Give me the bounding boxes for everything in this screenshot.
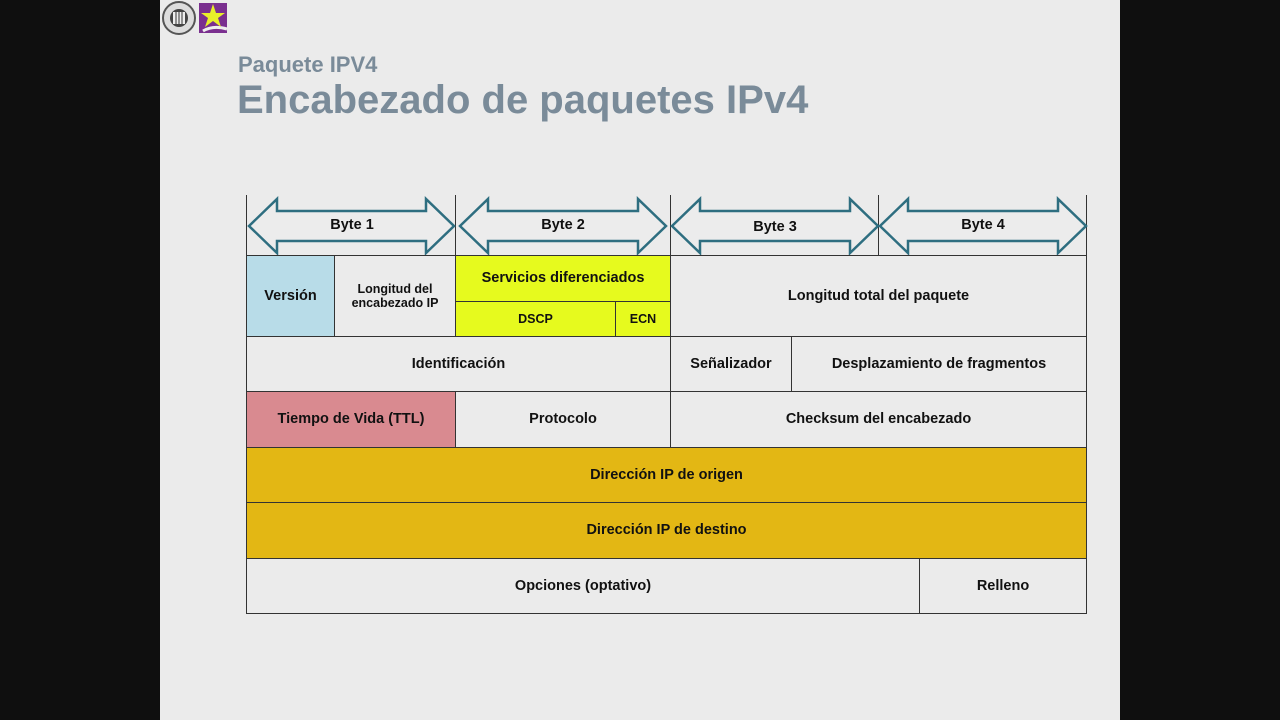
slide-subtitle: Paquete IPV4 <box>238 52 378 77</box>
field-version: Versión <box>246 255 335 337</box>
field-total-length: Longitud total del paquete <box>670 255 1087 337</box>
field-dscp: DSCP <box>455 301 616 337</box>
byte-3-label: Byte 3 <box>753 219 797 235</box>
byte-1-double-arrow-icon <box>247 196 456 256</box>
star-logo <box>199 3 228 33</box>
byte-4-double-arrow-icon <box>878 196 1088 256</box>
field-ihl: Longitud del encabezado IP <box>334 255 456 337</box>
university-seal-logo <box>162 1 196 35</box>
field-padding: Relleno <box>919 558 1087 614</box>
field-destination-ip: Dirección IP de destino <box>246 502 1087 559</box>
slide-title: Encabezado de paquetes IPv4 <box>237 78 809 122</box>
byte-2-double-arrow-icon <box>458 196 668 256</box>
field-source-ip: Dirección IP de origen <box>246 447 1087 503</box>
byte-4-label: Byte 4 <box>961 217 1005 233</box>
field-ds: Servicios diferenciados <box>455 255 671 302</box>
field-fragment-offset: Desplazamiento de fragmentos <box>791 336 1087 392</box>
field-identification: Identificación <box>246 336 671 392</box>
field-options: Opciones (optativo) <box>246 558 920 614</box>
field-flags: Señalizador <box>670 336 792 392</box>
field-protocol: Protocolo <box>455 391 671 448</box>
slide: Paquete IPV4 Encabezado de paquetes IPv4 <box>160 0 1120 720</box>
field-checksum: Checksum del encabezado <box>670 391 1087 448</box>
field-ttl: Tiempo de Vida (TTL) <box>246 391 456 448</box>
byte-3-double-arrow-icon <box>670 196 880 256</box>
field-ecn: ECN <box>615 301 671 337</box>
byte-2-label: Byte 2 <box>541 217 585 233</box>
byte-1-label: Byte 1 <box>330 217 374 233</box>
